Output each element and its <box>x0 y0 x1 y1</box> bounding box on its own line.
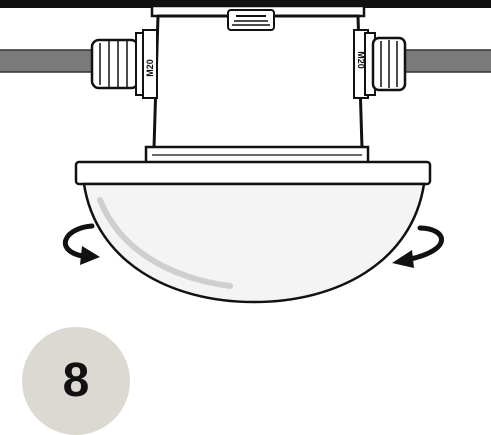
step-number-badge: 8 <box>22 327 130 435</box>
housing-latch <box>227 9 275 31</box>
housing-body <box>152 14 364 150</box>
dome-lens <box>82 182 426 304</box>
ceiling-surface <box>0 0 491 8</box>
cable-left <box>0 49 93 73</box>
step-number: 8 <box>62 354 90 407</box>
rotate-arrow-icon <box>62 223 100 265</box>
cable-gland-left: M20 <box>90 29 158 99</box>
gland-label-left: M20 <box>145 59 155 77</box>
cable-gland-right: M20 <box>353 29 407 99</box>
gland-label-right: M20 <box>356 51 366 69</box>
lens-rim <box>74 160 432 186</box>
cable-right <box>400 49 491 73</box>
rotate-arrow-icon <box>392 225 444 268</box>
sensor-mounting-illustration: M20 M20 <box>0 0 491 304</box>
